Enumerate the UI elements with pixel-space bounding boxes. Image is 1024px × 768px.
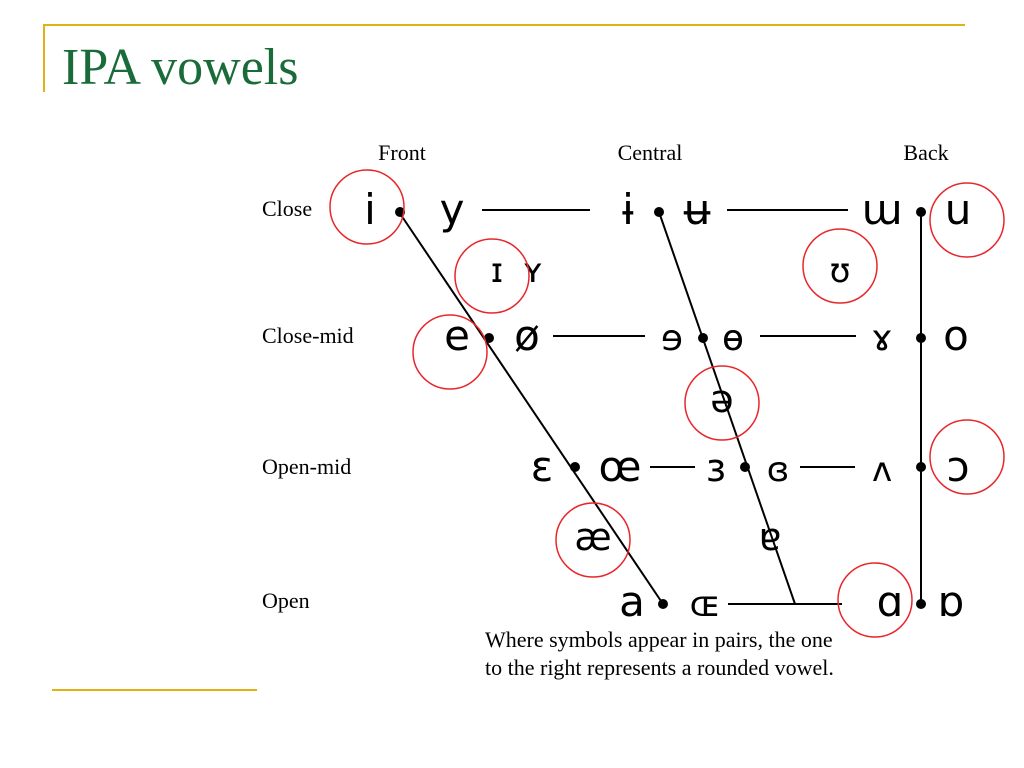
vowel-close-back-unrounded: ɯ	[862, 185, 903, 234]
row-label-open-mid: Open-mid	[262, 454, 351, 479]
highlight-circle-e	[412, 314, 488, 390]
point-open-front	[658, 599, 668, 609]
point-close-mid-front	[484, 333, 494, 343]
vowel-close-mid-central-rounded: ɵ	[722, 318, 744, 359]
vowel-close-central-unrounded: ɨ	[622, 185, 634, 234]
chart-skeleton-lines	[398, 209, 922, 605]
highlight-circle-near-close-back	[802, 228, 878, 304]
vowel-mid-central: ə	[710, 377, 733, 421]
vowel-close-mid-central-unrounded: ɘ	[661, 318, 683, 359]
point-open-mid-central	[740, 462, 750, 472]
point-open-mid-front	[570, 462, 580, 472]
vowel-open-mid-central-rounded: ɞ	[767, 450, 790, 490]
vowel-symbols: i y ɨ ʉ ɯ u ɪ ʏ ʊ e ø ɘ ɵ ɤ o ə ɛ œ ɜ ɞ …	[364, 185, 971, 626]
top-accent-line	[44, 24, 965, 26]
point-close-mid-central	[698, 333, 708, 343]
point-close-central	[654, 207, 664, 217]
vowel-open-mid-front-rounded: œ	[599, 442, 642, 491]
point-close-front	[395, 207, 405, 217]
highlight-circle-open-mid-back	[929, 419, 1005, 495]
highlight-circle-open-back	[837, 562, 913, 638]
vowel-close-front-unrounded: i	[364, 185, 376, 234]
vowel-close-front-rounded: y	[440, 185, 465, 234]
row-label-open: Open	[262, 588, 310, 613]
bottom-accent-line	[52, 689, 257, 691]
column-labels: Front Central Back	[378, 140, 948, 165]
central-edge-line	[658, 211, 796, 605]
row-label-close: Close	[262, 196, 312, 221]
highlight-circle-near-close-front	[454, 238, 530, 314]
note-line-2: to the right represents a rounded vowel.	[485, 655, 834, 680]
point-open-back	[916, 599, 926, 609]
vowel-close-mid-back-unrounded: ɤ	[871, 318, 892, 359]
vowel-close-mid-front-unrounded: e	[444, 311, 470, 360]
highlight-circle-schwa	[684, 365, 760, 441]
vowel-near-close-back-rounded: ʊ	[829, 251, 850, 291]
vowel-near-close-front-unrounded: ɪ	[491, 251, 504, 291]
point-open-mid-back	[916, 462, 926, 472]
rounded-vowel-note: Where symbols appear in pairs, the one t…	[485, 626, 834, 682]
highlight-circle-u	[929, 182, 1005, 258]
slide-title: IPA vowels	[62, 39, 299, 96]
vowel-open-mid-back-rounded: ɔ	[946, 442, 969, 491]
vowel-close-mid-back-rounded: o	[943, 311, 969, 360]
note-line-1: Where symbols appear in pairs, the one	[485, 627, 833, 652]
row-labels: Close Close-mid Open-mid Open	[262, 196, 354, 613]
vowel-open-mid-back-unrounded: ʌ	[872, 450, 892, 490]
highlight-circles	[329, 169, 1005, 638]
row-label-close-mid: Close-mid	[262, 323, 354, 348]
front-edge-line	[398, 211, 664, 605]
vowel-open-back-rounded: ɒ	[938, 577, 965, 626]
vowel-near-open-front-unrounded: æ	[574, 515, 611, 559]
vowel-close-back-rounded: u	[945, 185, 972, 234]
point-close-back	[916, 207, 926, 217]
left-accent-line	[43, 24, 45, 92]
chart-points	[395, 207, 926, 609]
highlight-circle-ae	[555, 502, 631, 578]
vowel-open-back-unrounded: ɑ	[877, 577, 904, 626]
vowel-close-mid-front-rounded: ø	[514, 311, 540, 360]
vowel-open-front-unrounded: a	[619, 577, 645, 626]
column-label-central: Central	[618, 140, 683, 165]
vowel-open-mid-front-unrounded: ɛ	[531, 442, 554, 491]
point-close-mid-back	[916, 333, 926, 343]
vowel-near-open-central: ɐ	[759, 515, 782, 559]
vowel-open-mid-central-unrounded: ɜ	[706, 446, 726, 490]
highlight-circle-i	[329, 169, 405, 245]
column-label-back: Back	[903, 140, 948, 165]
vowel-close-central-rounded: ʉ	[684, 185, 711, 234]
column-label-front: Front	[378, 140, 426, 165]
vowel-near-close-front-rounded: ʏ	[523, 251, 544, 291]
vowel-open-front-rounded: ɶ	[690, 584, 721, 625]
